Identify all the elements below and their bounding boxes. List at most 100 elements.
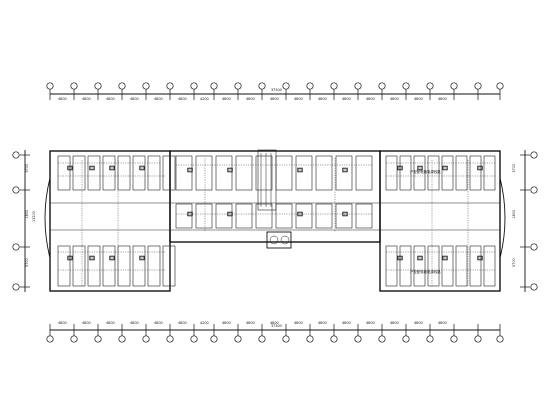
central-upper-room: [275, 155, 293, 191]
grid-bubble: [118, 82, 126, 90]
upper-room-right: [441, 155, 454, 191]
grid-bubble: [70, 82, 78, 90]
central-upper-room: [255, 155, 273, 191]
dimension-label: 4800: [438, 97, 447, 101]
upper-room-left: [117, 155, 131, 191]
grid-bubble: [402, 82, 410, 90]
lower-room-right: [469, 245, 482, 287]
dimension-label: 4800: [390, 321, 399, 325]
grid-bubble: [496, 82, 504, 90]
vertical-grid-bubble: [12, 151, 20, 159]
dimension-label: 4800: [246, 97, 255, 101]
central-lower-room: [255, 203, 273, 229]
dimension-label: 4800: [342, 97, 351, 101]
lower-room-right: [441, 245, 454, 287]
grid-bubble: [166, 82, 174, 90]
upper-room-right: [469, 155, 482, 191]
grid-bubble: [258, 82, 266, 90]
lower-room-right: [483, 245, 496, 287]
upper-room-right: [455, 155, 468, 191]
dimension-label: 4800: [294, 321, 303, 325]
grid-bubble: [210, 82, 218, 90]
upper-room-left: [87, 155, 101, 191]
dimension-label: 4800: [82, 321, 91, 325]
vertical-dimension-label: 5700: [512, 164, 516, 173]
grid-bubble: [450, 82, 458, 90]
dimension-label: 4800: [390, 97, 399, 101]
dimension-label: 4200: [200, 97, 209, 101]
vertical-grid-bubble: [530, 283, 538, 291]
dimension-label: 4800: [106, 97, 115, 101]
grid-bubble: [402, 335, 410, 343]
grid-bubble: [306, 82, 314, 90]
dimension-label: 4800: [246, 321, 255, 325]
dimension-label: 4800: [58, 321, 67, 325]
dimension-label: 4800: [106, 321, 115, 325]
lower-room-right: [455, 245, 468, 287]
lower-room-left: [132, 245, 146, 287]
dimension-label: 4800: [82, 97, 91, 101]
upper-room-left: [147, 155, 161, 191]
lower-room-right: [385, 245, 398, 287]
dimension-label: 4800: [58, 97, 67, 101]
grid-bubble: [258, 335, 266, 343]
lower-room-left: [147, 245, 161, 287]
grid-bubble: [166, 335, 174, 343]
grid-bubble: [70, 335, 78, 343]
vertical-dimension-label: 5700: [25, 258, 29, 267]
upper-room-left: [72, 155, 86, 191]
grid-bubble: [210, 335, 218, 343]
grid-bubble: [46, 335, 54, 343]
lower-room-left: [162, 245, 176, 287]
dimension-label: 4800: [318, 97, 327, 101]
central-lower-room: [195, 203, 213, 229]
vertical-grid-bubble: [530, 243, 538, 251]
grid-bubble: [426, 335, 434, 343]
grid-bubble: [190, 335, 198, 343]
room-label-bottom-right-group: 户型配电箱电源线路: [410, 269, 441, 274]
grid-bubble: [330, 335, 338, 343]
vertical-dimension-label: 5700: [512, 258, 516, 267]
dimension-label: 4800: [342, 321, 351, 325]
grid-bubble: [190, 82, 198, 90]
room-label-bottom-right: 户型配电箱电源线路: [410, 269, 441, 274]
lower-room-left: [102, 245, 116, 287]
grid-bubble: [282, 335, 290, 343]
lower-room-left: [87, 245, 101, 287]
central-upper-room: [295, 155, 313, 191]
room-label-top-right: 户型配电箱电源线路: [410, 169, 441, 174]
central-upper-room: [315, 155, 333, 191]
grid-bubble: [142, 82, 150, 90]
central-upper-room: [335, 155, 353, 191]
dimension-label: 4800: [366, 321, 375, 325]
central-upper-room: [195, 155, 213, 191]
grid-bubble: [142, 335, 150, 343]
dimension-label: 4800: [154, 97, 163, 101]
upper-room-right: [413, 155, 426, 191]
central-lower-room: [295, 203, 313, 229]
vertical-grid-bubble: [530, 151, 538, 159]
central-upper-room: [215, 155, 233, 191]
central-lower-room: [275, 203, 293, 229]
grid-bubble: [354, 335, 362, 343]
dimension-label: 4800: [178, 97, 187, 101]
dimension-label: 4800: [414, 97, 423, 101]
dimension-label: 4800: [270, 97, 279, 101]
upper-room-left: [162, 155, 176, 191]
vertical-dimension-label: 1800: [25, 210, 29, 219]
grid-bubble: [118, 335, 126, 343]
overall-dimension-label: 37500: [271, 88, 282, 92]
lower-room-left: [57, 245, 71, 287]
dimension-label: 4800: [154, 321, 163, 325]
room-label-top-right-group: 户型配电箱电源线路: [410, 169, 441, 174]
grid-bubble: [94, 335, 102, 343]
upper-room-left: [132, 155, 146, 191]
central-upper-room: [175, 155, 193, 191]
dimension-label: 4800: [178, 321, 187, 325]
stair-core: [257, 149, 292, 249]
upper-room-right: [427, 155, 440, 191]
central-upper-room: [355, 155, 373, 191]
